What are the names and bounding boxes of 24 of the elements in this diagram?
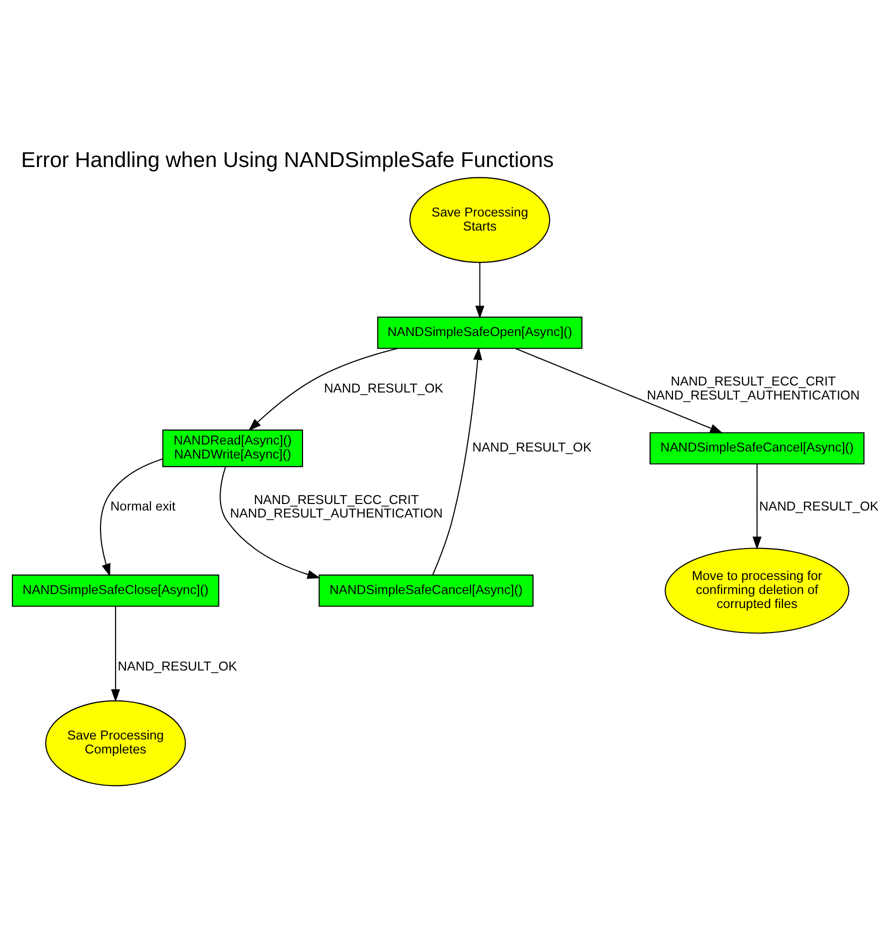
node-box: NANDSimpleSafeClose[Async]() xyxy=(12,574,220,607)
arrow xyxy=(515,348,723,434)
node-ellipse: Move to processing for confirming deletion of corrupted files xyxy=(664,548,850,634)
diagram-title: Error Handling when Using NANDSimpleSafe Functions xyxy=(21,148,554,172)
arrow xyxy=(475,262,484,319)
arrow xyxy=(100,458,163,577)
node-box: NANDSimpleSafeCancel[Async]() xyxy=(318,574,534,607)
edge-label: NAND_RESULT_OK xyxy=(472,440,592,455)
node-ellipse: Save Processing Starts xyxy=(409,177,550,263)
edge-label: Normal exit xyxy=(110,498,176,514)
arrow xyxy=(248,348,398,431)
edge-label: NAND_RESULT_OK xyxy=(324,380,444,396)
edge-label: NAND_RESULT_ECC_CRIT NAND_RESULT_AUTHENTICATION xyxy=(646,374,860,403)
edge-label: NAND_RESULT_OK xyxy=(118,658,237,674)
arrow xyxy=(220,466,320,579)
edge-label: NAND_RESULT_ECC_CRIT NAND_RESULT_AUTHENTICATION xyxy=(230,492,443,521)
edge-label: NAND_RESULT_OK xyxy=(759,498,878,514)
node-ellipse: Save Processing Completes xyxy=(45,700,186,786)
node-box: NANDSimpleSafeCancel[Async]() xyxy=(650,432,864,464)
node-box: NANDSimpleSafeOpen[Async]() xyxy=(377,316,582,349)
arrow xyxy=(752,464,762,550)
arrow xyxy=(111,606,120,702)
arrow xyxy=(432,347,482,575)
node-box: NANDRead[Async]() NANDWrite[Async]() xyxy=(162,430,304,468)
